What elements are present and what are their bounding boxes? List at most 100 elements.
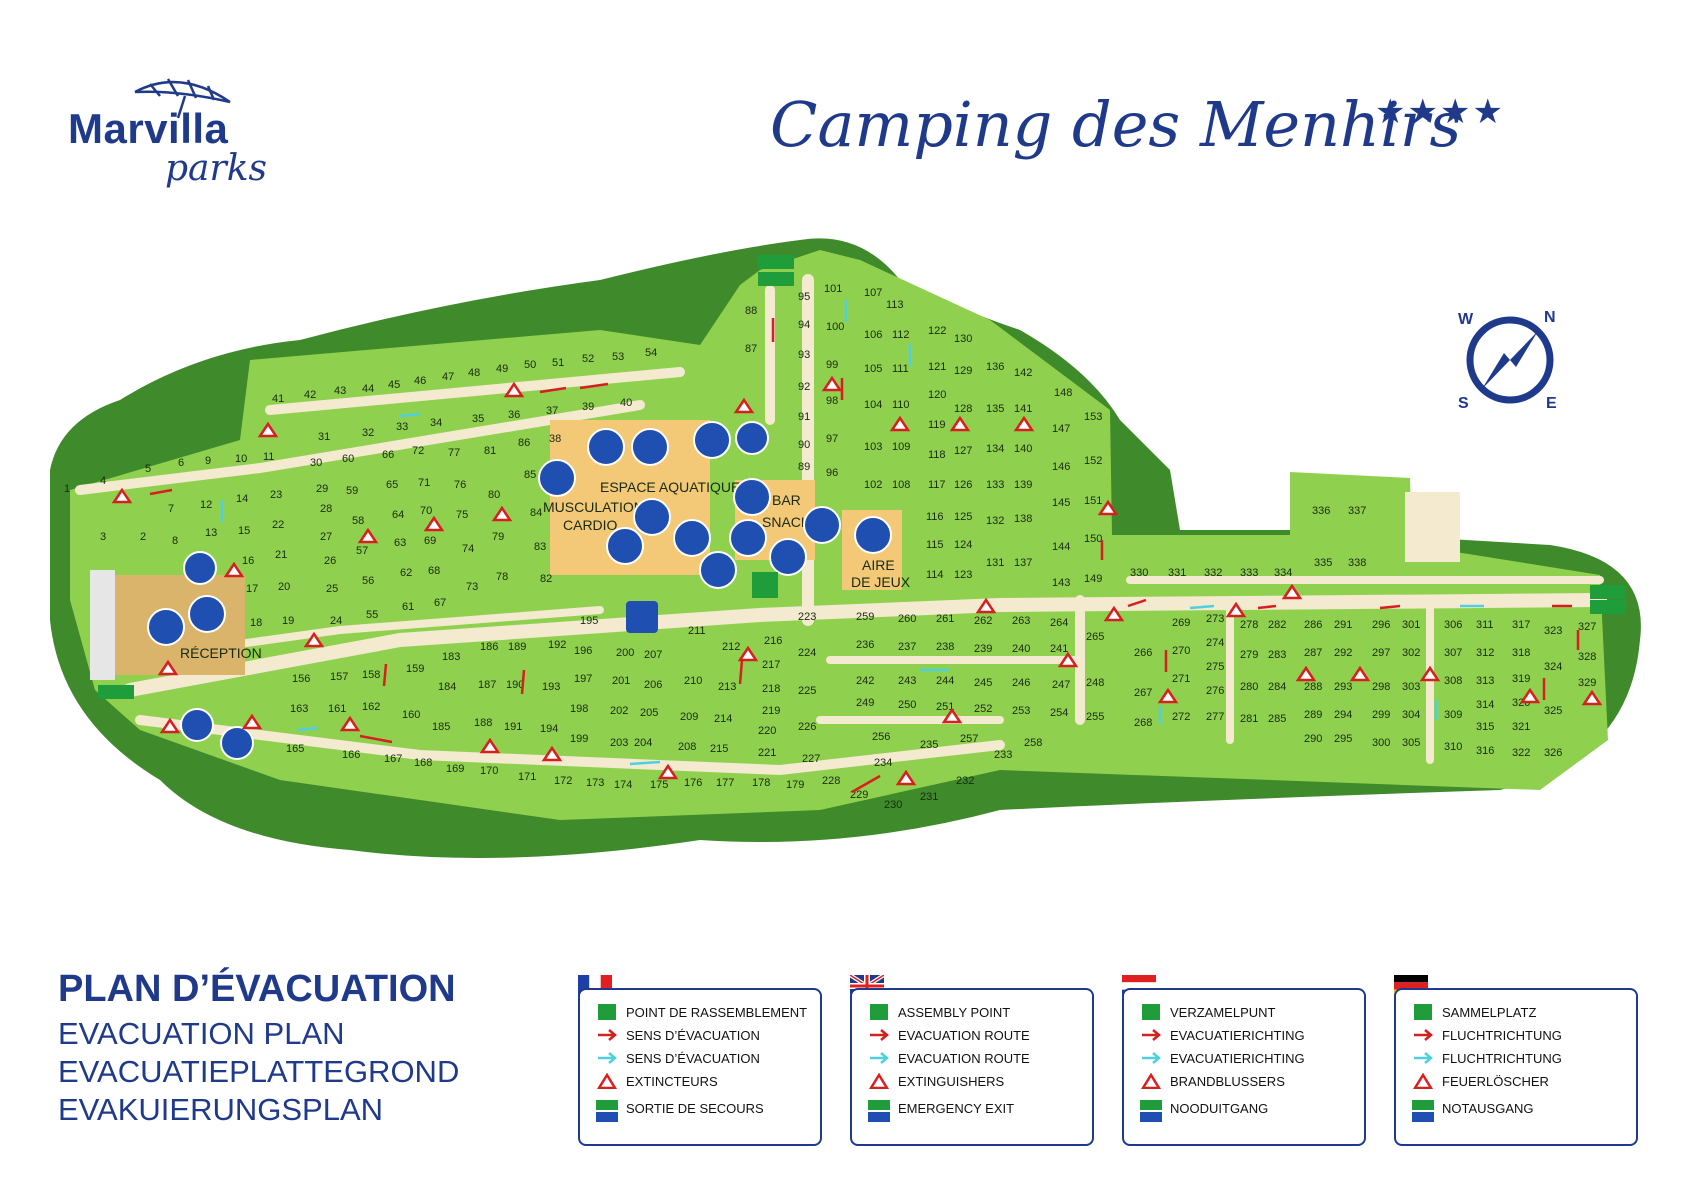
- pitch-number: 217: [762, 659, 780, 671]
- legend-label: FLUCHTRICHTUNG: [1442, 1050, 1562, 1066]
- compass: W N S E: [1450, 305, 1570, 415]
- pitch-number: 114: [926, 569, 944, 581]
- extinguisher-icon: [1349, 665, 1371, 682]
- extinguisher-icon: [1419, 665, 1441, 682]
- pitch-number: 149: [1084, 573, 1102, 585]
- pitch-number: 255: [1086, 711, 1104, 723]
- pool-icon: [673, 519, 711, 557]
- pitch-number: 41: [272, 393, 284, 405]
- extinguisher-icon: [1281, 583, 1303, 600]
- pitch-number: 63: [394, 537, 406, 549]
- extinguisher-icon: [895, 769, 917, 786]
- pitch-number: 305: [1402, 737, 1420, 749]
- pitch-number: 117: [928, 479, 946, 491]
- pitch-number: 69: [424, 535, 436, 547]
- pitch-number: 82: [540, 573, 552, 585]
- legend-row: EXTINGUISHERS: [868, 1072, 1004, 1090]
- pitch-number: 328: [1578, 651, 1596, 663]
- pitch-number: 337: [1348, 505, 1366, 517]
- arrow-right-icon: [868, 1027, 890, 1043]
- pitch-number: 24: [330, 615, 342, 627]
- pitch-number: 111: [892, 363, 909, 375]
- extinguisher-icon: [157, 659, 179, 676]
- pitch-number: 123: [954, 569, 972, 581]
- extinguisher-icon: [491, 505, 513, 522]
- label-musculation: MUSCULATION: [543, 499, 644, 515]
- pitch-number: 243: [898, 675, 916, 687]
- extinguisher-icon: [1295, 665, 1317, 682]
- pitch-number: 109: [892, 441, 910, 453]
- pitch-number: 85: [524, 469, 536, 481]
- pitch-number: 137: [1014, 557, 1032, 569]
- emergency-exit-icon: [868, 1100, 890, 1122]
- pitch-number: 198: [570, 703, 588, 715]
- plan-subtitle-nl: EVACUATIEPLATTEGROND: [58, 1054, 460, 1089]
- pitch-number: 262: [974, 615, 992, 627]
- legend-label: EVACUATION ROUTE: [898, 1027, 1030, 1043]
- pitch-number: 147: [1052, 423, 1070, 435]
- pitch-number: 234: [874, 757, 892, 769]
- arrow-right-icon: [596, 1027, 618, 1043]
- pitch-number: 191: [504, 721, 522, 733]
- pitch-number: 329: [1578, 677, 1596, 689]
- pitch-number: 297: [1372, 647, 1390, 659]
- pitch-number: 87: [745, 343, 757, 355]
- emergency-exit-icon: [596, 1100, 618, 1122]
- pitch-number: 283: [1268, 649, 1286, 661]
- pitch-number: 177: [716, 777, 734, 789]
- legend-label: POINT DE RASSEMBLEMENT: [626, 1004, 808, 1020]
- pitch-number: 157: [330, 671, 348, 683]
- legend-label: NOODUITGANG: [1170, 1100, 1269, 1116]
- pitch-number: 194: [540, 723, 558, 735]
- pitch-number: 241: [1050, 643, 1068, 655]
- pitch-number: 333: [1240, 567, 1258, 579]
- legend-row: EVACUATIERICHTING: [1140, 1027, 1305, 1043]
- legend-row: POINT DE RASSEMBLEMENT: [596, 1004, 807, 1020]
- pitch-number: 220: [758, 725, 776, 737]
- pitch-number: 176: [684, 777, 702, 789]
- pitch-number: 292: [1334, 647, 1352, 659]
- pond-area: [1405, 492, 1460, 562]
- pitch-number: 20: [278, 581, 290, 593]
- pitch-number: 318: [1512, 647, 1530, 659]
- pitch-number: 4: [100, 475, 106, 487]
- pitch-number: 185: [432, 721, 450, 733]
- pitch-number: 277: [1206, 711, 1224, 723]
- snack-icon: [729, 519, 767, 557]
- arrow-right-icon: [1412, 1027, 1434, 1043]
- pitch-number: 224: [798, 647, 816, 659]
- pitch-number: 231: [920, 791, 938, 803]
- pitch-number: 106: [864, 329, 882, 341]
- pitch-number: 52: [582, 353, 594, 365]
- pitch-number: 213: [718, 681, 736, 693]
- pitch-number: 3: [100, 531, 106, 543]
- pool-icon: [587, 428, 625, 466]
- pitch-number: 211: [688, 625, 706, 637]
- pitch-number: 120: [928, 389, 946, 401]
- brand-name: Marvilla: [68, 105, 229, 152]
- pitch-number: 135: [986, 403, 1004, 415]
- pitch-number: 50: [524, 359, 536, 371]
- pitch-number: 113: [886, 299, 904, 311]
- pitch-number: 46: [414, 375, 426, 387]
- pitch-number: 280: [1240, 681, 1258, 693]
- pitch-number: 246: [1012, 677, 1030, 689]
- extinguisher-icon: [1140, 1072, 1162, 1090]
- pitch-number: 300: [1372, 737, 1390, 749]
- evacuation-arrows-red: [149, 318, 1580, 794]
- pitch-number: 116: [926, 511, 944, 523]
- pitch-number: 247: [1052, 679, 1070, 691]
- pitch-number: 301: [1402, 619, 1420, 631]
- pitch-number: 338: [1348, 557, 1366, 569]
- pitch-number: 22: [272, 519, 284, 531]
- pitch-number: 270: [1172, 645, 1190, 657]
- pool-icon: [631, 428, 669, 466]
- pitch-number: 268: [1134, 717, 1152, 729]
- pitch-number: 86: [518, 437, 530, 449]
- pitch-number: 37: [546, 405, 558, 417]
- pitch-number: 165: [286, 743, 304, 755]
- pitch-number: 64: [392, 509, 404, 521]
- pitch-number: 206: [644, 679, 662, 691]
- pitch-number: 313: [1476, 675, 1494, 687]
